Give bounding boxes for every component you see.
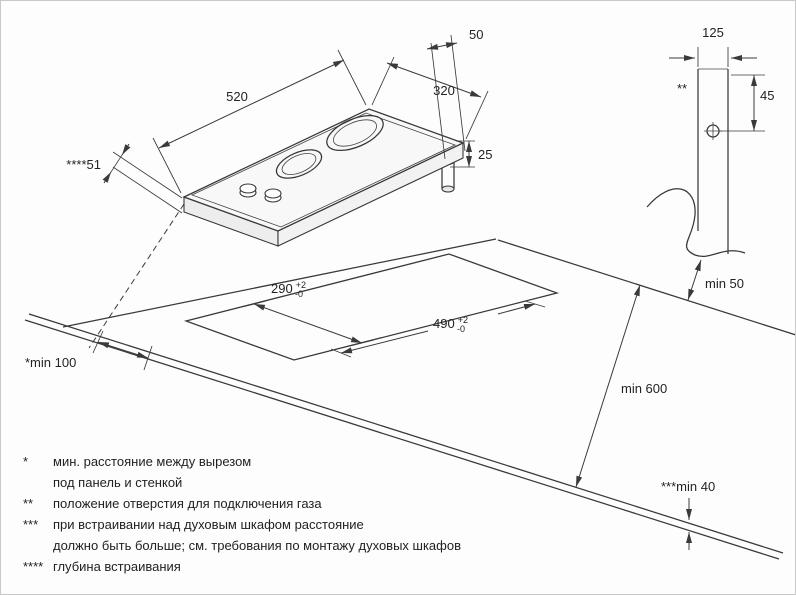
worktop-left-end-line: [62, 238, 497, 328]
footnote-row: под панель и стенкой: [23, 472, 461, 493]
footnote-text: глубина встраивания: [53, 559, 181, 574]
embed-depth-label: ****51: [66, 157, 101, 172]
footnote-marker: [23, 472, 53, 493]
cutout-length-label: 490+2-0: [433, 315, 468, 334]
pipe-height-label: 25: [478, 147, 492, 162]
footnote-marker: **: [23, 496, 34, 511]
hole-height-label: 45: [760, 88, 774, 103]
dim-embed-depth-51: ****51: [66, 143, 183, 214]
gas-connection-detail: 125 45 **: [646, 25, 774, 257]
footnote-marker: [23, 535, 53, 556]
rear-clearance-label: min 50: [705, 276, 744, 291]
knob-1: [239, 183, 257, 198]
dim-min600: min 600: [575, 284, 667, 488]
dim-50: 50: [426, 27, 483, 160]
footnote-marker: ***: [23, 517, 39, 532]
gas-hole-marker: **: [677, 81, 687, 96]
below-clearance-label: ***min 40: [661, 479, 715, 494]
dim-320: 320: [371, 56, 489, 140]
dim-cutout-490: 490+2-0: [330, 300, 546, 358]
footnote-text: положение отверстия для подключения газа: [53, 496, 322, 511]
footnote-text: под панель и стенкой: [53, 475, 183, 490]
dim-cutout-290: 290+2-0: [241, 280, 375, 347]
hob-width-label: 520: [226, 89, 248, 104]
worktop-front-edge-line-2: [24, 319, 780, 560]
hob-drawing: [182, 108, 465, 247]
footnote-row: ** положение отверстия для подключения г…: [23, 493, 461, 514]
footnotes: * мин. расстояние между вырезом под пане…: [23, 451, 461, 577]
cutout-outline: [183, 253, 560, 361]
worktop: [24, 238, 795, 560]
dim-min40: ***min 40: [661, 479, 715, 550]
footnote-text: должно быть больше; см. требования по мо…: [53, 538, 461, 553]
worktop-front-edge-line: [28, 313, 784, 554]
footnote-row: **** глубина встраивания: [23, 556, 461, 577]
dim-min100: *min 100: [25, 330, 153, 371]
worktop-back-edge-line: [497, 239, 795, 336]
dim-min50: min 50: [687, 259, 744, 301]
burner-medium: [275, 149, 323, 179]
footnote-marker: *: [23, 454, 29, 469]
cutout-width-label: 290+2-0: [271, 280, 306, 299]
worktop-depth-label: min 600: [621, 381, 667, 396]
projection-dashed-line: [88, 203, 185, 349]
dim-45: 45: [719, 74, 774, 132]
hob-depth-label: 320: [433, 83, 455, 98]
footnote-row: *** при встраивании над духовым шкафом р…: [23, 514, 461, 535]
footnote-row: должно быть больше; см. требования по мо…: [23, 535, 461, 556]
dim-25: 25: [450, 140, 492, 168]
dim-125: 125: [669, 25, 757, 67]
gas-offset-label: 50: [469, 27, 483, 42]
footnote-text: мин. расстояние между вырезом: [53, 454, 252, 469]
dim-520: 520: [152, 49, 367, 194]
knob-2: [264, 188, 282, 203]
hole-offset-label: 125: [702, 25, 724, 40]
footnote-marker: ****: [23, 559, 44, 574]
break-curve: [646, 188, 746, 257]
footnote-row: * мин. расстояние между вырезом: [23, 451, 461, 472]
footnote-text: при встраивании над духовым шкафом расст…: [53, 517, 364, 532]
side-wall-clearance-label: *min 100: [25, 355, 76, 370]
